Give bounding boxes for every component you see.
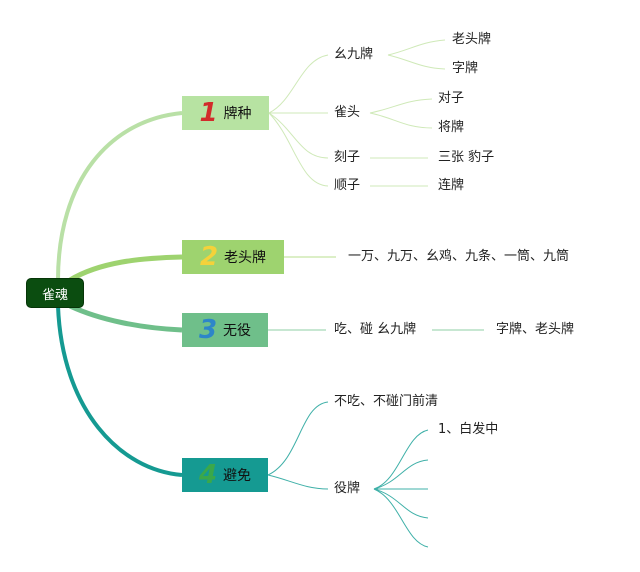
b1-child-3: 刻子 [334, 150, 361, 165]
branch-number-2: 2 [199, 242, 219, 272]
b1-child-2: 雀头 [334, 105, 361, 120]
edge-b1-c4 [268, 112, 329, 187]
edge-c1-l1 [387, 39, 446, 56]
edge-c1-l2 [387, 54, 446, 70]
edge-root-branch4 [56, 305, 183, 477]
branch-number-4: 4 [198, 460, 218, 490]
b1-child-2-leaf-1: 对子 [438, 91, 465, 106]
b2-child-1: 一万、九万、幺鸡、九条、一筒、九筒 [348, 249, 570, 264]
b3-child-1-leaf-1: 字牌、老头牌 [496, 322, 575, 337]
branch-label-3: 无役 [223, 323, 252, 339]
edge-c2-l2 [373, 459, 429, 490]
edge-c2-l1 [373, 429, 429, 490]
edge-b1-c1 [268, 54, 329, 114]
branch-node-1: 1 牌种 [182, 96, 269, 130]
b1-child-3-leaf-1: 三张 豹子 [438, 150, 495, 165]
b4-child-1: 不吃、不碰门前清 [334, 394, 439, 409]
edge-c2-l2 [369, 112, 433, 129]
b1-child-1-leaf-1: 老头牌 [452, 32, 492, 47]
b3-child-1: 吃、碰 幺九牌 [334, 322, 417, 337]
edge-root-branch2 [68, 254, 183, 283]
branch-label-1: 牌种 [223, 106, 252, 122]
branch-node-2: 2 老头牌 [182, 240, 284, 274]
b1-child-2-leaf-2: 将牌 [438, 120, 465, 135]
edge-root-branch1 [56, 111, 183, 281]
b1-child-4: 顺子 [334, 178, 361, 193]
root-node: 雀魂 [26, 278, 84, 308]
branch-node-3: 3 无役 [182, 313, 268, 347]
b4-child-2: 役牌 [334, 481, 361, 496]
edge-b4-c2 [267, 474, 329, 490]
branch-number-3: 3 [198, 315, 218, 345]
edge-b4-c1 [267, 401, 329, 476]
branch-node-4: 4 避免 [182, 458, 268, 492]
b1-child-4-leaf-1: 连牌 [438, 178, 465, 193]
branch-label-2: 老头牌 [224, 250, 267, 266]
branch-number-1: 1 [199, 98, 218, 128]
edge-c2-l4 [373, 488, 429, 519]
edge-root-branch3 [68, 303, 183, 333]
b1-child-1: 幺九牌 [334, 47, 374, 62]
branch-label-4: 避免 [223, 468, 252, 484]
edge-c2-l5 [373, 488, 429, 548]
b1-child-1-leaf-2: 字牌 [452, 61, 479, 76]
b4-child-2-leaf-1: 1、白发中 [438, 422, 499, 437]
edge-b1-c3 [268, 112, 329, 159]
edge-c2-l1 [369, 98, 433, 114]
